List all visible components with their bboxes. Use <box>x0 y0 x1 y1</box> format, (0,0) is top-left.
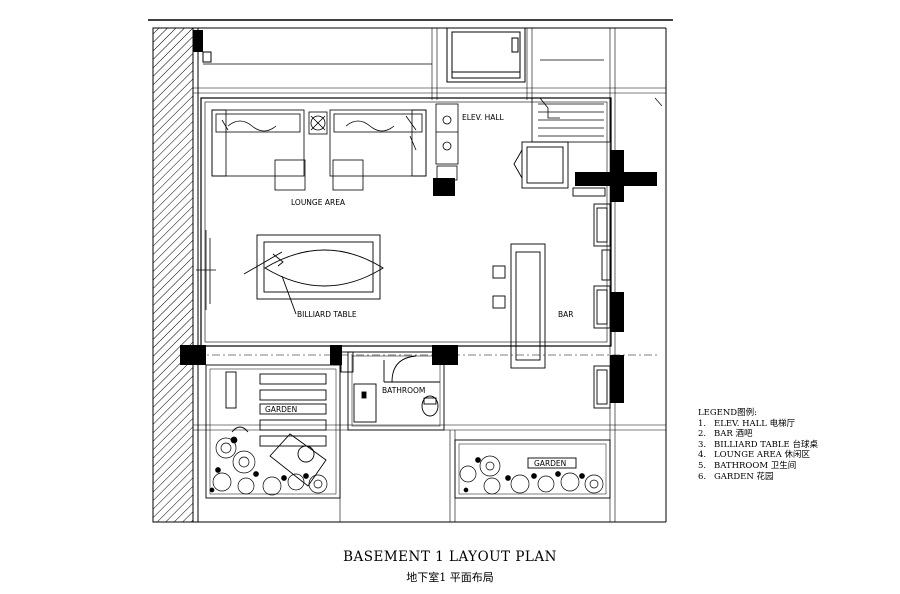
legend-item-number: 2. <box>698 429 707 440</box>
legend-title: LEGEND图例: <box>698 408 757 418</box>
right-garden <box>454 439 611 499</box>
lounge-sofas <box>211 109 427 191</box>
legend-item-text: BAR 酒吧 <box>714 429 753 440</box>
legend-item-text: BATHROOM 卫生间 <box>714 460 797 471</box>
label-garden-left: GARDEN <box>265 405 297 414</box>
bar-counter <box>492 243 546 369</box>
label-billiard-table: BILLIARD TABLE <box>297 310 357 319</box>
legend-item: 2. BAR 酒吧 <box>698 429 818 440</box>
legend-item: 4. LOUNGE AREA 休闲区 <box>698 450 818 461</box>
legend-item-number: 4. <box>698 450 707 461</box>
elevator-shaft <box>202 27 526 83</box>
plan-subtitle: 地下室1 平面布局 <box>406 571 494 584</box>
bathroom <box>340 351 445 431</box>
label-garden-right: GARDEN <box>534 459 566 468</box>
cabinet-unit <box>513 141 606 197</box>
legend-item-text: BILLIARD TABLE 台球桌 <box>714 439 818 450</box>
label-lounge-area: LOUNGE AREA <box>291 198 346 207</box>
billiard-table <box>243 234 384 315</box>
label-elev-hall: ELEV. HALL <box>462 113 505 122</box>
left-garden <box>205 364 341 499</box>
main-room-walls <box>200 97 612 347</box>
elevator-hall-fixtures <box>435 103 459 181</box>
legend-item: 1. ELEV. HALL 电梯厅 <box>698 419 818 430</box>
top-strip <box>203 59 604 65</box>
legend-item-text: GARDEN 花园 <box>714 471 774 482</box>
retaining-wall-hatch <box>152 27 194 523</box>
legend-item: 6. GARDEN 花园 <box>698 472 818 483</box>
legend-item-text: ELEV. HALL 电梯厅 <box>714 418 796 429</box>
bar-wall-cabinets <box>593 203 611 409</box>
legend-item: 5. BATHROOM 卫生间 <box>698 461 818 472</box>
legend-item-number: 3. <box>698 439 707 450</box>
legend-item-number: 1. <box>698 418 707 429</box>
staircase <box>531 97 611 143</box>
legend-item-number: 5. <box>698 460 707 471</box>
left-garden-plants <box>209 436 328 496</box>
outer-boundary <box>193 27 667 523</box>
legend: LEGEND图例: 1. ELEV. HALL 电梯厅 2. BAR 酒吧 3.… <box>698 408 818 482</box>
plan-title: BASEMENT 1 LAYOUT PLAN <box>343 549 557 565</box>
label-bar: BAR <box>558 310 574 319</box>
structural-columns <box>180 30 657 403</box>
legend-item: 3. BILLIARD TABLE 台球桌 <box>698 440 818 451</box>
left-wall-windows <box>196 230 216 310</box>
legend-item-text: LOUNGE AREA 休闲区 <box>714 450 810 461</box>
right-garden-plants <box>459 455 604 495</box>
legend-item-number: 6. <box>698 471 707 482</box>
label-bathroom: BATHROOM <box>382 386 425 395</box>
